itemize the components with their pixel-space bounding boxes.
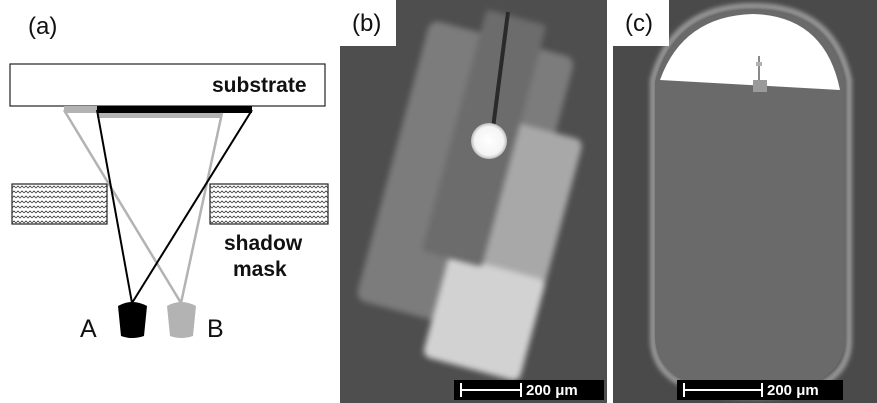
pad-brightest [424,256,545,381]
aperture-body [655,10,845,392]
panel-c-label-box: (c) [613,0,669,46]
source-b-label: B [207,315,224,343]
panel-b-micrograph [340,0,607,403]
panel-c-scalebar-text: 200 μm [767,381,819,399]
panel-b-label: (b) [352,10,382,37]
shadow-mask-label-1: shadow [224,232,303,255]
evaporation-schematic: substrate shadow mask A B [9,63,329,343]
shadow-mask-label-2: mask [233,258,287,281]
deposit-gray-overlap [97,113,222,118]
substrate-label: substrate [212,74,307,97]
deposit-black-layer [97,106,252,113]
shadow-mask-right [209,183,329,225]
substrate-block [9,63,326,107]
source-a-label: A [80,315,97,343]
panel-b-scalebar: 200 μm [454,380,604,400]
panel-a-schematic: (a) substrate shadow mask A B [0,0,332,403]
ray-b-right [179,112,224,304]
lead-line [491,11,510,129]
panel-b-scalebar-line [460,383,522,397]
device-feature [753,56,767,92]
panel-c-micrograph [613,0,877,403]
panel-c-scalebar-line [683,383,763,397]
panel-c-label: (c) [625,10,653,37]
shadow-mask-left [11,183,108,225]
source-b-crucible [167,302,196,338]
panel-c-sem-image: (c) 200 μm [613,0,877,403]
panel-b-sem-image: (b) 200 μm [340,0,607,403]
ray-a-left [96,109,133,304]
aperture-bright-cap [660,14,840,90]
source-a-crucible [118,302,147,338]
panel-b-scalebar-text: 200 μm [526,381,578,399]
panel-c-scalebar: 200 μm [677,380,843,400]
panel-a-label: (a) [28,13,58,40]
contact-dot [471,123,507,159]
ray-b-left [62,109,183,304]
panel-b-label-box: (b) [340,0,396,46]
ray-a-right [131,109,253,304]
